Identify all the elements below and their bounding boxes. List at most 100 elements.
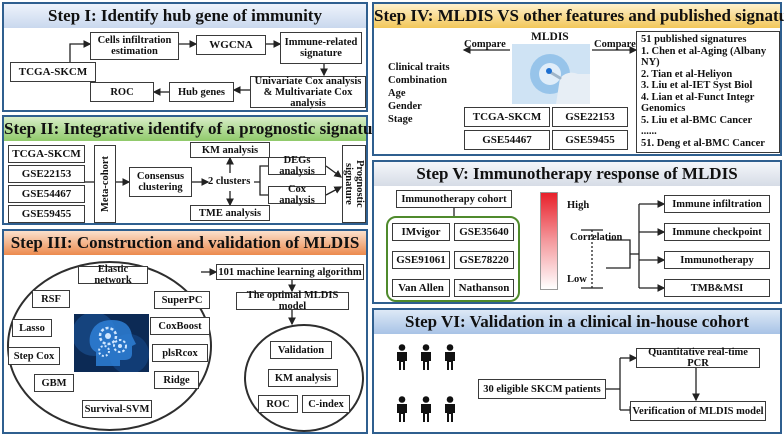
dataset-box: GSE35640 <box>454 223 514 241</box>
dataset-box: GSE54467 <box>464 130 550 150</box>
patient-icon <box>445 396 455 422</box>
algo-box: SuperPC <box>154 291 210 309</box>
patient-icon <box>421 396 431 422</box>
cox-analysis-box: Univariate Cox analysis & Multivariate C… <box>250 76 366 109</box>
published-item: NY) <box>641 57 660 68</box>
qpcr-box: Quantitative real-time PCR <box>636 347 760 369</box>
wgcna-box: WGCNA <box>196 35 266 55</box>
clinical-item: Stage <box>388 114 413 125</box>
low-label: Low <box>567 274 587 285</box>
ml-algorithm-box: 101 machine learning algorithm <box>216 264 364 280</box>
dataset-box: GSE59455 <box>552 130 628 150</box>
dataset-box: GSE91061 <box>392 251 450 269</box>
step2-panel: Step II: Integrative identify of a progn… <box>2 115 387 225</box>
step1-panel: Step I: Identify hub gene of immunity TC… <box>2 2 368 112</box>
km-analysis-box: KM analysis <box>268 369 338 387</box>
correlation-label: Correlation <box>570 232 623 243</box>
algo-box: plsRcox <box>152 344 208 362</box>
published-item: 5. Liu et al-BMC Cancer <box>641 114 753 126</box>
patient-icon <box>397 344 407 370</box>
meta-cohort-label: Meta-cohort <box>99 156 111 212</box>
published-item: ...... <box>641 126 657 137</box>
outcome-box: Immune infiltration <box>664 195 770 213</box>
consensus-clustering-box: Consensus clustering <box>129 167 192 197</box>
step4-arrows <box>462 46 638 54</box>
cohort-group-frame <box>386 216 520 302</box>
meta-cohort-box: Meta-cohort <box>94 145 116 223</box>
step2-arrows <box>85 156 343 207</box>
algo-box: Step Cox <box>8 347 60 365</box>
clinical-traits-list: Clinical traits Combination Age Gender S… <box>388 61 450 126</box>
dataset-box: TCGA-SKCM <box>464 107 550 127</box>
step3-arrows <box>201 268 296 326</box>
prognostic-signature-box: Prognostic signature <box>342 145 366 223</box>
algo-box: Ridge <box>154 371 199 389</box>
outcome-box: Immune checkpoint <box>664 223 770 241</box>
patient-icon <box>397 396 407 422</box>
published-signatures-box: 51 published signatures 1. Chen et al-Ag… <box>636 31 780 153</box>
clinical-item: Combination <box>388 75 447 86</box>
cox-analysis-box: Cox analysis <box>268 184 326 206</box>
dataset-box: TCGA-SKCM <box>8 145 85 163</box>
patient-icon <box>445 344 455 370</box>
algo-box: Elastic network <box>78 264 148 286</box>
step4-title: Step IV: MLDIS VS other features and pub… <box>374 4 784 28</box>
step5-arrows <box>453 200 666 292</box>
immune-signature-box: Immune-related signature <box>280 32 362 64</box>
algo-box: GBM <box>34 374 74 392</box>
step2-title: Step II: Integrative identify of a progn… <box>4 117 387 141</box>
dataset-box: Nathanson <box>454 279 514 297</box>
algorithm-ellipse <box>7 261 212 431</box>
dataset-box: GSE59455 <box>8 205 85 223</box>
degs-analysis-box: DEGs analysis <box>268 155 326 177</box>
step3-panel: Step III: Construction and validation of… <box>2 229 368 434</box>
prognostic-signature-label: Prognostic signature <box>343 160 365 208</box>
dataset-box: GSE22153 <box>8 165 85 183</box>
published-item: 51 published signatures <box>641 34 747 45</box>
dataset-box: GSE22153 <box>552 107 628 127</box>
step5-title: Step V: Immunotherapy response of MLDIS <box>374 162 780 186</box>
step6-title: Step VI: Validation in a clinical in-hou… <box>374 310 780 334</box>
ai-gear-head-illustration <box>74 314 149 372</box>
roc-box: ROC <box>258 395 298 413</box>
step6-panel: Step VI: Validation in a clinical in-hou… <box>372 308 782 434</box>
step4-panel: Step IV: MLDIS VS other features and pub… <box>372 2 784 156</box>
dataset-box: IMvigor <box>392 223 450 241</box>
step3-title: Step III: Construction and validation of… <box>4 231 366 255</box>
step5-panel: Step V: Immunotherapy response of MLDIS … <box>372 160 782 304</box>
published-item: 3. Liu et al-IET Syst Biol <box>641 80 753 91</box>
published-item: 4. Lian et al-Funct Integr <box>641 91 755 103</box>
compare-left-label: Compare <box>464 39 506 50</box>
algo-box: RSF <box>32 290 70 308</box>
hub-genes-box: Hub genes <box>169 82 234 102</box>
algo-box: CoxBoost <box>150 317 210 335</box>
step6-arrows <box>606 354 700 414</box>
patients-box: 30 eligible SKCM patients <box>478 379 606 399</box>
clinical-item: Gender <box>388 101 422 112</box>
compare-right-label: Compare <box>594 39 636 50</box>
published-item: 2. Tian et al-Heliyon <box>641 68 733 80</box>
mldis-label: MLDIS <box>531 31 569 43</box>
tcga-skcm-box: TCGA-SKCM <box>10 62 96 82</box>
published-item: 51. Deng et al-BMC Cancer <box>641 137 765 149</box>
outcome-box: TMB&MSI <box>664 279 770 297</box>
risk-color-bar <box>540 192 558 290</box>
validation-box: Validation <box>270 341 332 359</box>
step1-arrows <box>69 40 328 96</box>
algo-box: Survival-SVM <box>82 400 152 418</box>
step1-title: Step I: Identify hub gene of immunity <box>4 4 366 28</box>
clinical-item: Clinical traits <box>388 62 450 73</box>
two-clusters-label: 2 clusters <box>208 176 251 187</box>
published-item: 1. Chen et al-Aging (Albany <box>641 45 767 57</box>
patient-icon <box>421 344 431 370</box>
outcome-box: Immunotherapy <box>664 251 770 269</box>
validation-ellipse <box>244 324 364 432</box>
dataset-box: Van Allen <box>392 279 450 297</box>
verification-box: Verification of MLDIS model <box>630 401 766 421</box>
tme-analysis-box: TME analysis <box>190 205 270 221</box>
c-index-box: C-index <box>302 395 350 413</box>
immunotherapy-cohort-box: Immunotherapy cohort <box>396 190 512 208</box>
algo-box: Lasso <box>12 319 52 337</box>
dataset-box: GSE78220 <box>454 251 514 269</box>
robot-hand-illustration <box>512 44 590 104</box>
